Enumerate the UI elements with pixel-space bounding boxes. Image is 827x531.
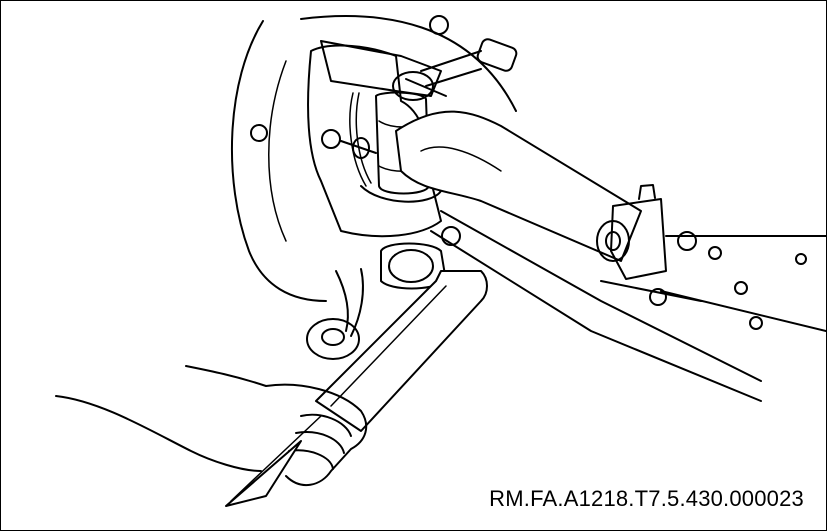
arm-bushing	[596, 220, 630, 262]
pry-bar	[315, 270, 488, 432]
frame-hole	[749, 316, 763, 330]
crossmember-top	[440, 210, 762, 382]
bracket-bolt	[321, 129, 341, 149]
upper-pin-head	[476, 38, 518, 72]
crossmember-bottom	[430, 230, 762, 402]
upper-balljoint	[392, 71, 434, 101]
bracket-nut	[352, 137, 370, 159]
lower-nut	[441, 226, 461, 246]
suspension-arm	[395, 110, 642, 262]
upper-pin	[420, 50, 482, 87]
lower-balljoint-boot	[388, 249, 434, 283]
brake-disc-inner-ring	[268, 60, 287, 242]
bracket-bolt-top	[638, 184, 656, 200]
brake-line	[349, 92, 372, 187]
arm-bushing-bracket	[610, 198, 667, 280]
arm-crease	[420, 146, 502, 172]
brake-disc-outline	[230, 20, 327, 302]
disc-top-arc	[300, 15, 517, 112]
lower-arm	[335, 268, 364, 337]
disc-bolt-hole	[250, 124, 268, 142]
knuckle-upper-arm	[320, 40, 442, 97]
hand-holding-bar-illustration	[55, 365, 368, 507]
frame-hole	[649, 288, 667, 306]
pry-bar-highlight	[330, 285, 447, 407]
frame-hole	[708, 246, 722, 260]
bar-tip	[225, 440, 302, 507]
lower-arm-eye-hole	[321, 328, 345, 346]
strut-base	[360, 185, 442, 203]
knuckle-body	[307, 44, 442, 238]
bracket-bolt-shaft	[340, 140, 377, 154]
upper-bolt	[405, 78, 447, 97]
frame-plate	[600, 235, 826, 332]
frame-hole	[734, 281, 748, 295]
arm-bushing-hole	[605, 231, 621, 251]
lower-arm-eye	[306, 318, 360, 360]
frame-nut	[677, 231, 697, 251]
reference-code: RM.FA.A1218.T7.5.430.000023	[489, 486, 804, 511]
frame-hole	[795, 253, 807, 265]
